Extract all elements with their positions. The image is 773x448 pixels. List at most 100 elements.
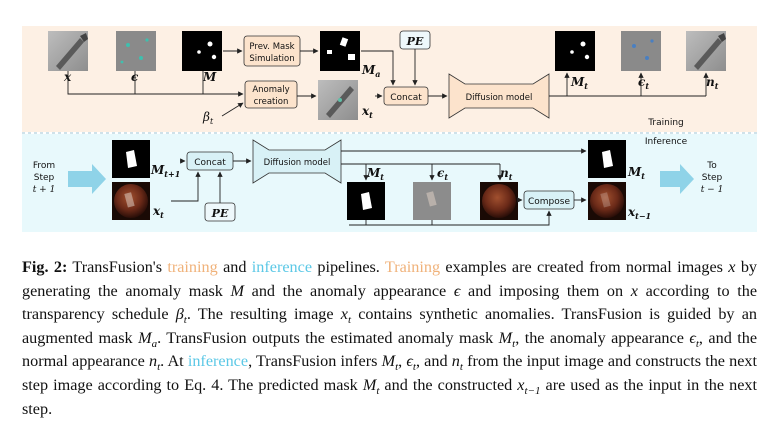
training-arrows xyxy=(67,48,709,117)
label-Mt-plus-1: Mt+1 xyxy=(150,163,180,179)
concat-label-inference: Concat xyxy=(194,158,226,168)
arrow-from-step xyxy=(68,164,106,194)
image-nt-inference xyxy=(480,182,518,220)
math-symbol: M xyxy=(230,281,245,300)
prev-mask-line1: Prev. Mask xyxy=(249,42,294,52)
math-symbol: β xyxy=(175,305,184,324)
caption-text: and the constructed xyxy=(379,375,518,394)
anomaly-creation-box xyxy=(244,80,298,109)
pe-label-training: PE xyxy=(406,35,424,48)
diffusion-label-inference: Diffusion model xyxy=(264,158,331,168)
math-symbol: ϵ xyxy=(689,328,696,347)
label-beta: βt xyxy=(202,110,214,126)
caption-text: , and xyxy=(415,352,452,371)
math-subscript: t xyxy=(376,385,380,398)
caption-inference-word: inference xyxy=(187,352,249,371)
math-symbol: ϵ xyxy=(406,352,413,371)
prev-mask-line2: Simulation xyxy=(249,54,294,64)
label-epst-inference: ϵt xyxy=(437,166,448,182)
training-label: Training xyxy=(647,118,684,128)
to-line2: Step xyxy=(702,173,723,183)
label-M: M xyxy=(202,70,217,84)
caption-text: from the input image and constructs the … xyxy=(22,352,758,394)
image-epst-training xyxy=(621,31,661,71)
math-symbol: ϵ xyxy=(453,281,461,300)
diffusion-shape-training xyxy=(448,73,550,119)
math-subscript: t xyxy=(512,338,516,351)
caption-text: according to the transparency schedule xyxy=(22,281,758,324)
caption-text: contains synthetic anomalies. TransFusio… xyxy=(22,305,758,347)
caption-text: , the anomaly appearance xyxy=(515,328,690,347)
inference-label: Inference xyxy=(645,137,688,147)
math-subscript: t xyxy=(459,361,463,374)
to-line3: t − 1 xyxy=(701,185,724,195)
caption-text: by generating the anomaly mask xyxy=(22,258,758,300)
caption-text: and xyxy=(217,258,252,276)
caption-text: and imposing them on xyxy=(460,281,631,300)
figure-caption: Fig. 2: TransFusion's training and infer… xyxy=(22,256,757,421)
caption-training-word: Training xyxy=(384,258,441,276)
from-line2: Step xyxy=(34,173,55,183)
label-nt-inference: nt xyxy=(500,166,513,182)
caption-text: examples are created from normal images xyxy=(440,258,729,276)
label-xt-minus-1: xt−1 xyxy=(627,205,651,221)
math-symbol: n xyxy=(451,352,460,371)
math-symbol: x xyxy=(728,258,736,276)
math-symbol: M xyxy=(381,352,396,371)
image-nt-training xyxy=(686,31,726,71)
math-subscript: t xyxy=(695,338,699,351)
math-subscript: t xyxy=(183,314,187,327)
concat-label-training: Concat xyxy=(390,93,422,103)
caption-text: and the anomaly appearance xyxy=(244,281,454,300)
caption-fig-label: Fig. 2: xyxy=(22,258,68,276)
inference-arrows xyxy=(171,148,587,226)
image-M xyxy=(182,31,222,71)
image-Ma xyxy=(320,31,360,71)
image-xt-inference xyxy=(112,182,150,220)
caption-text: . At xyxy=(160,352,188,371)
caption-text: , xyxy=(398,352,407,371)
label-nt-training: nt xyxy=(706,75,719,91)
image-Mt-output xyxy=(588,140,626,178)
arrow-to-step xyxy=(660,164,694,194)
image-Mt-plus-1 xyxy=(112,140,150,178)
image-Mt-inference xyxy=(347,182,385,220)
diffusion-label-training: Diffusion model xyxy=(466,93,533,103)
math-symbol: x xyxy=(630,281,638,300)
caption-training-word: training xyxy=(167,258,218,276)
math-symbol: M xyxy=(138,328,152,347)
label-xt-inference: xt xyxy=(152,204,164,220)
from-line3: t + 1 xyxy=(33,185,56,195)
math-subscript: t xyxy=(395,361,399,374)
caption-text: . The resulting image xyxy=(186,305,341,324)
label-Mt-inference: Mt xyxy=(366,166,384,182)
math-subscript: t−1 xyxy=(524,385,541,398)
math-symbol: M xyxy=(362,375,377,394)
caption-text: TransFusion's xyxy=(67,258,168,276)
caption-text: , and the normal appearance xyxy=(22,328,758,371)
from-line1: From xyxy=(33,161,55,171)
image-x xyxy=(48,31,88,71)
image-xt xyxy=(318,80,358,120)
math-subscript: t xyxy=(347,314,351,327)
label-Mt-output: Mt xyxy=(627,165,645,181)
math-symbol: x xyxy=(340,305,348,324)
transfusion-diagram: x ϵ M Prev. Mask Simulation Ma PE Anomal… xyxy=(22,26,757,232)
caption-text: . TransFusion outputs the estimated anom… xyxy=(157,328,499,347)
image-epsilon xyxy=(116,31,156,71)
caption-text: are used as the input in the next step. xyxy=(22,375,757,418)
image-epst-inference xyxy=(413,182,451,220)
image-Mt-training xyxy=(555,31,595,71)
math-subscript: t xyxy=(157,361,161,374)
anomaly-line1: Anomaly xyxy=(252,85,289,95)
math-symbol: n xyxy=(148,352,158,371)
caption-text: , TransFusion infers xyxy=(248,352,382,371)
caption-inference-word: inference xyxy=(251,258,313,276)
label-Mt-training: Mt xyxy=(570,75,588,91)
anomaly-line2: creation xyxy=(254,97,289,107)
pe-label-inference: PE xyxy=(211,207,229,220)
label-Ma: Ma xyxy=(361,63,380,79)
compose-label: Compose xyxy=(528,197,570,207)
math-subscript: t xyxy=(412,361,416,374)
label-x: x xyxy=(63,70,72,84)
